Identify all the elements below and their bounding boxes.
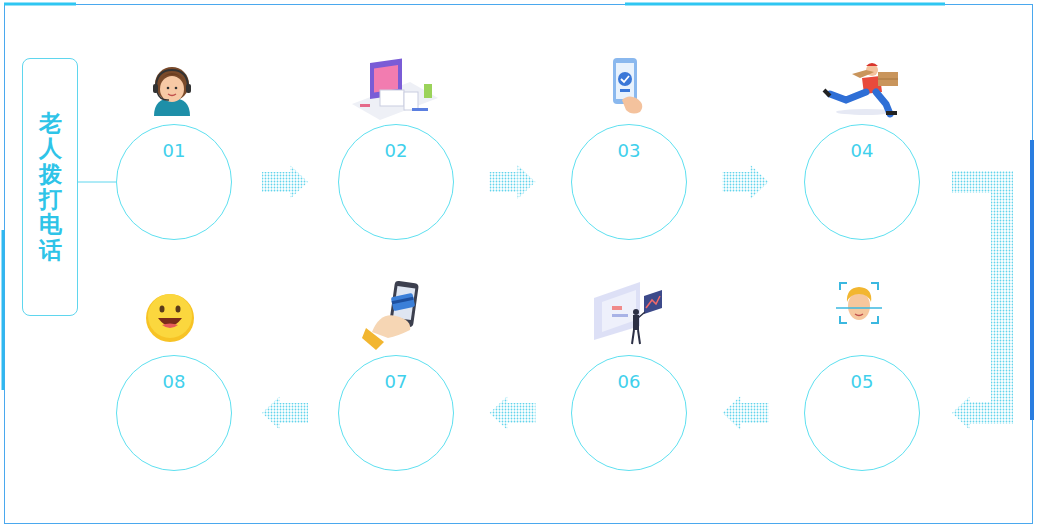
step-circle: 03 [571, 124, 687, 240]
arrow-head [290, 165, 308, 199]
border-accent [2, 230, 5, 390]
step-number: 08 [117, 371, 231, 393]
step-number: 07 [339, 371, 453, 393]
arrow-body [952, 182, 1002, 413]
phone-icon [613, 58, 642, 114]
connector-line [78, 182, 116, 183]
flow-arrow [490, 396, 536, 430]
step-number: 04 [805, 140, 919, 162]
smiley-icon [146, 294, 194, 342]
start-label: 老人拨打电话 [39, 111, 62, 263]
step-circle: 06 [571, 355, 687, 471]
flow-arrow [952, 182, 1002, 430]
flow-arrow [262, 396, 308, 430]
step-number: 02 [339, 140, 453, 162]
step-circle: 08 [116, 355, 232, 471]
operator-icon [153, 67, 191, 116]
face-scan-icon [836, 283, 882, 323]
start-box: 老人拨打电话 [22, 58, 78, 316]
border-accent [4, 3, 76, 6]
arrow-head [723, 396, 741, 430]
flow-arrow [723, 165, 769, 199]
step-number: 05 [805, 371, 919, 393]
arrow-head [751, 165, 769, 199]
payment-icon [362, 281, 419, 350]
arrow-head [518, 165, 536, 199]
step-circle: 05 [804, 355, 920, 471]
arrow-body [741, 403, 769, 423]
courier-icon [824, 63, 898, 115]
arrow-head [490, 396, 508, 430]
arrow-body [490, 172, 518, 192]
flow-arrow [490, 165, 536, 199]
border-accent [625, 3, 945, 6]
dashboard-icon [594, 282, 662, 344]
flow-arrow [723, 396, 769, 430]
step-number: 06 [572, 371, 686, 393]
arrow-body [508, 403, 536, 423]
border-line [5, 5, 1033, 524]
step-number: 01 [117, 140, 231, 162]
arrow-body [723, 172, 751, 192]
step-circle: 01 [116, 124, 232, 240]
arrow-head [952, 396, 970, 430]
step-circle: 02 [338, 124, 454, 240]
border-accent [1030, 140, 1034, 420]
step-number: 03 [572, 140, 686, 162]
arrow-body [280, 403, 308, 423]
flow-arrow [78, 182, 116, 183]
arrow-head [262, 396, 280, 430]
step-circle: 04 [804, 124, 920, 240]
flow-arrow [262, 165, 308, 199]
border-accent [4, 522, 1033, 525]
computer-icon [352, 59, 438, 120]
step-circle: 07 [338, 355, 454, 471]
arrow-body [262, 172, 290, 192]
